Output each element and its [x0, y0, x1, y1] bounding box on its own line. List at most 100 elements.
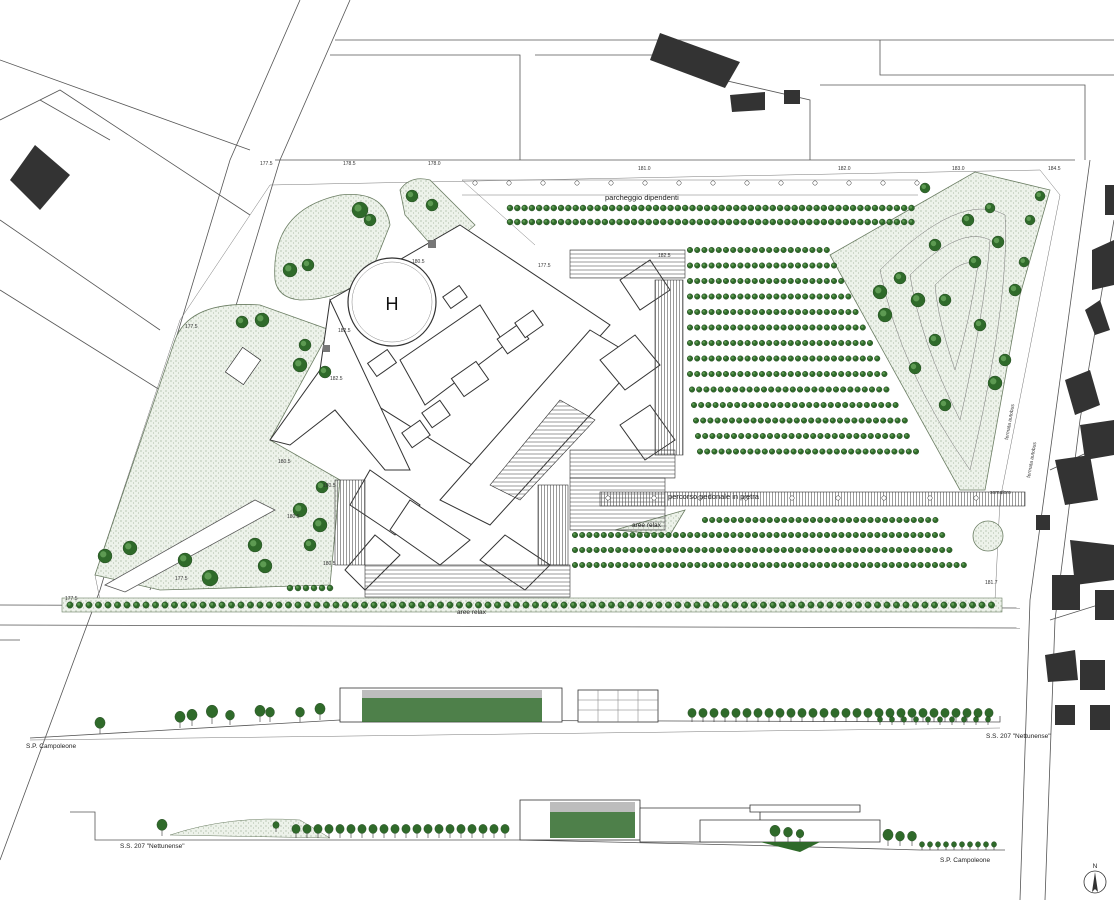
tree-icon — [694, 532, 701, 539]
tree-icon — [951, 708, 961, 722]
tree-icon — [780, 340, 787, 347]
tree-icon — [399, 601, 406, 609]
tree-icon — [823, 309, 830, 316]
tree-icon — [608, 547, 615, 554]
tree-icon — [737, 278, 744, 285]
elevation-mark: 182.5 — [330, 376, 343, 382]
tree-icon — [638, 204, 645, 212]
tree-icon — [674, 601, 682, 609]
tree-icon — [636, 532, 643, 539]
tree-icon — [645, 204, 652, 212]
tree-icon — [809, 371, 816, 378]
tree-icon — [776, 204, 784, 212]
tree-icon — [887, 417, 894, 424]
tree-icon — [710, 386, 717, 393]
tree-icon — [741, 402, 748, 409]
tree-icon — [959, 601, 967, 609]
tree-icon — [835, 218, 842, 226]
tree-icon — [730, 371, 737, 378]
tree-icon — [780, 324, 787, 331]
tree-icon — [809, 262, 816, 269]
tree-icon — [878, 402, 885, 409]
tree-icon — [171, 601, 178, 609]
tree-icon — [201, 569, 219, 587]
tree-icon — [787, 262, 794, 269]
tree-icon — [867, 371, 874, 378]
tree-icon — [773, 371, 780, 378]
tree-icon — [882, 517, 889, 524]
tree-icon — [795, 433, 802, 440]
tree-icon — [235, 315, 249, 329]
tree-icon — [813, 218, 820, 226]
tree-icon — [608, 601, 615, 609]
tree-icon — [983, 841, 989, 850]
tree-icon — [932, 532, 939, 539]
tree-icon — [1034, 190, 1046, 202]
tree-icon — [773, 547, 780, 554]
tree-icon — [816, 293, 823, 300]
tree-icon — [838, 517, 845, 524]
tree-icon — [723, 532, 730, 539]
tree-icon — [838, 355, 845, 362]
tree-icon — [484, 601, 492, 609]
tree-icon — [570, 601, 577, 609]
tree-icon — [764, 708, 774, 722]
tree-icon — [536, 218, 543, 226]
tree-icon — [161, 601, 169, 609]
tree-icon — [732, 386, 739, 393]
tree-icon — [845, 532, 852, 539]
tree-icon — [715, 293, 722, 300]
tree-icon — [723, 517, 730, 524]
tree-icon — [712, 402, 719, 409]
tree-icon — [608, 532, 615, 539]
tree-icon — [660, 204, 667, 212]
tree-icon — [879, 218, 886, 226]
tree-icon — [589, 601, 596, 609]
tree-icon — [716, 562, 723, 569]
tree-icon — [835, 204, 842, 212]
tree-icon — [701, 246, 708, 253]
tree-icon — [817, 433, 824, 440]
tree-icon — [701, 562, 708, 569]
tree-icon — [522, 601, 530, 609]
tree-icon — [773, 562, 780, 569]
tree-icon — [76, 601, 83, 609]
tree-icon — [795, 562, 802, 569]
tree-icon — [819, 448, 826, 455]
tree-icon — [695, 433, 702, 440]
tree-icon — [630, 218, 638, 226]
tree-icon — [898, 448, 905, 455]
tree-icon — [513, 601, 520, 609]
tree-icon — [565, 218, 572, 226]
tree-icon — [871, 402, 878, 409]
tree-icon — [787, 309, 794, 316]
tree-icon — [861, 386, 868, 393]
tree-icon — [826, 601, 834, 609]
tree-icon — [689, 218, 696, 226]
tree-icon — [750, 601, 758, 609]
tree-icon — [636, 547, 643, 554]
tree-icon — [828, 218, 835, 226]
tree-icon — [615, 562, 622, 569]
tree-icon — [766, 293, 773, 300]
tree-icon — [761, 386, 768, 393]
tree-icon — [737, 309, 744, 316]
tree-icon — [708, 262, 715, 269]
tree-icon — [723, 293, 730, 300]
lamp-post — [778, 180, 784, 186]
tree-icon — [892, 402, 899, 409]
tree-icon — [928, 238, 942, 252]
tree-icon — [845, 293, 852, 300]
tree-icon — [773, 278, 780, 285]
tree-icon — [754, 448, 761, 455]
tree-icon — [747, 204, 755, 212]
tree-icon — [66, 601, 74, 609]
tree-icon — [712, 601, 720, 609]
tree-icon — [104, 601, 112, 609]
tree-icon — [715, 371, 722, 378]
tree-icon — [817, 601, 824, 609]
tree-icon — [903, 433, 910, 440]
tree-icon — [506, 204, 514, 212]
tree-icon — [888, 562, 895, 569]
tree-icon — [816, 309, 823, 316]
